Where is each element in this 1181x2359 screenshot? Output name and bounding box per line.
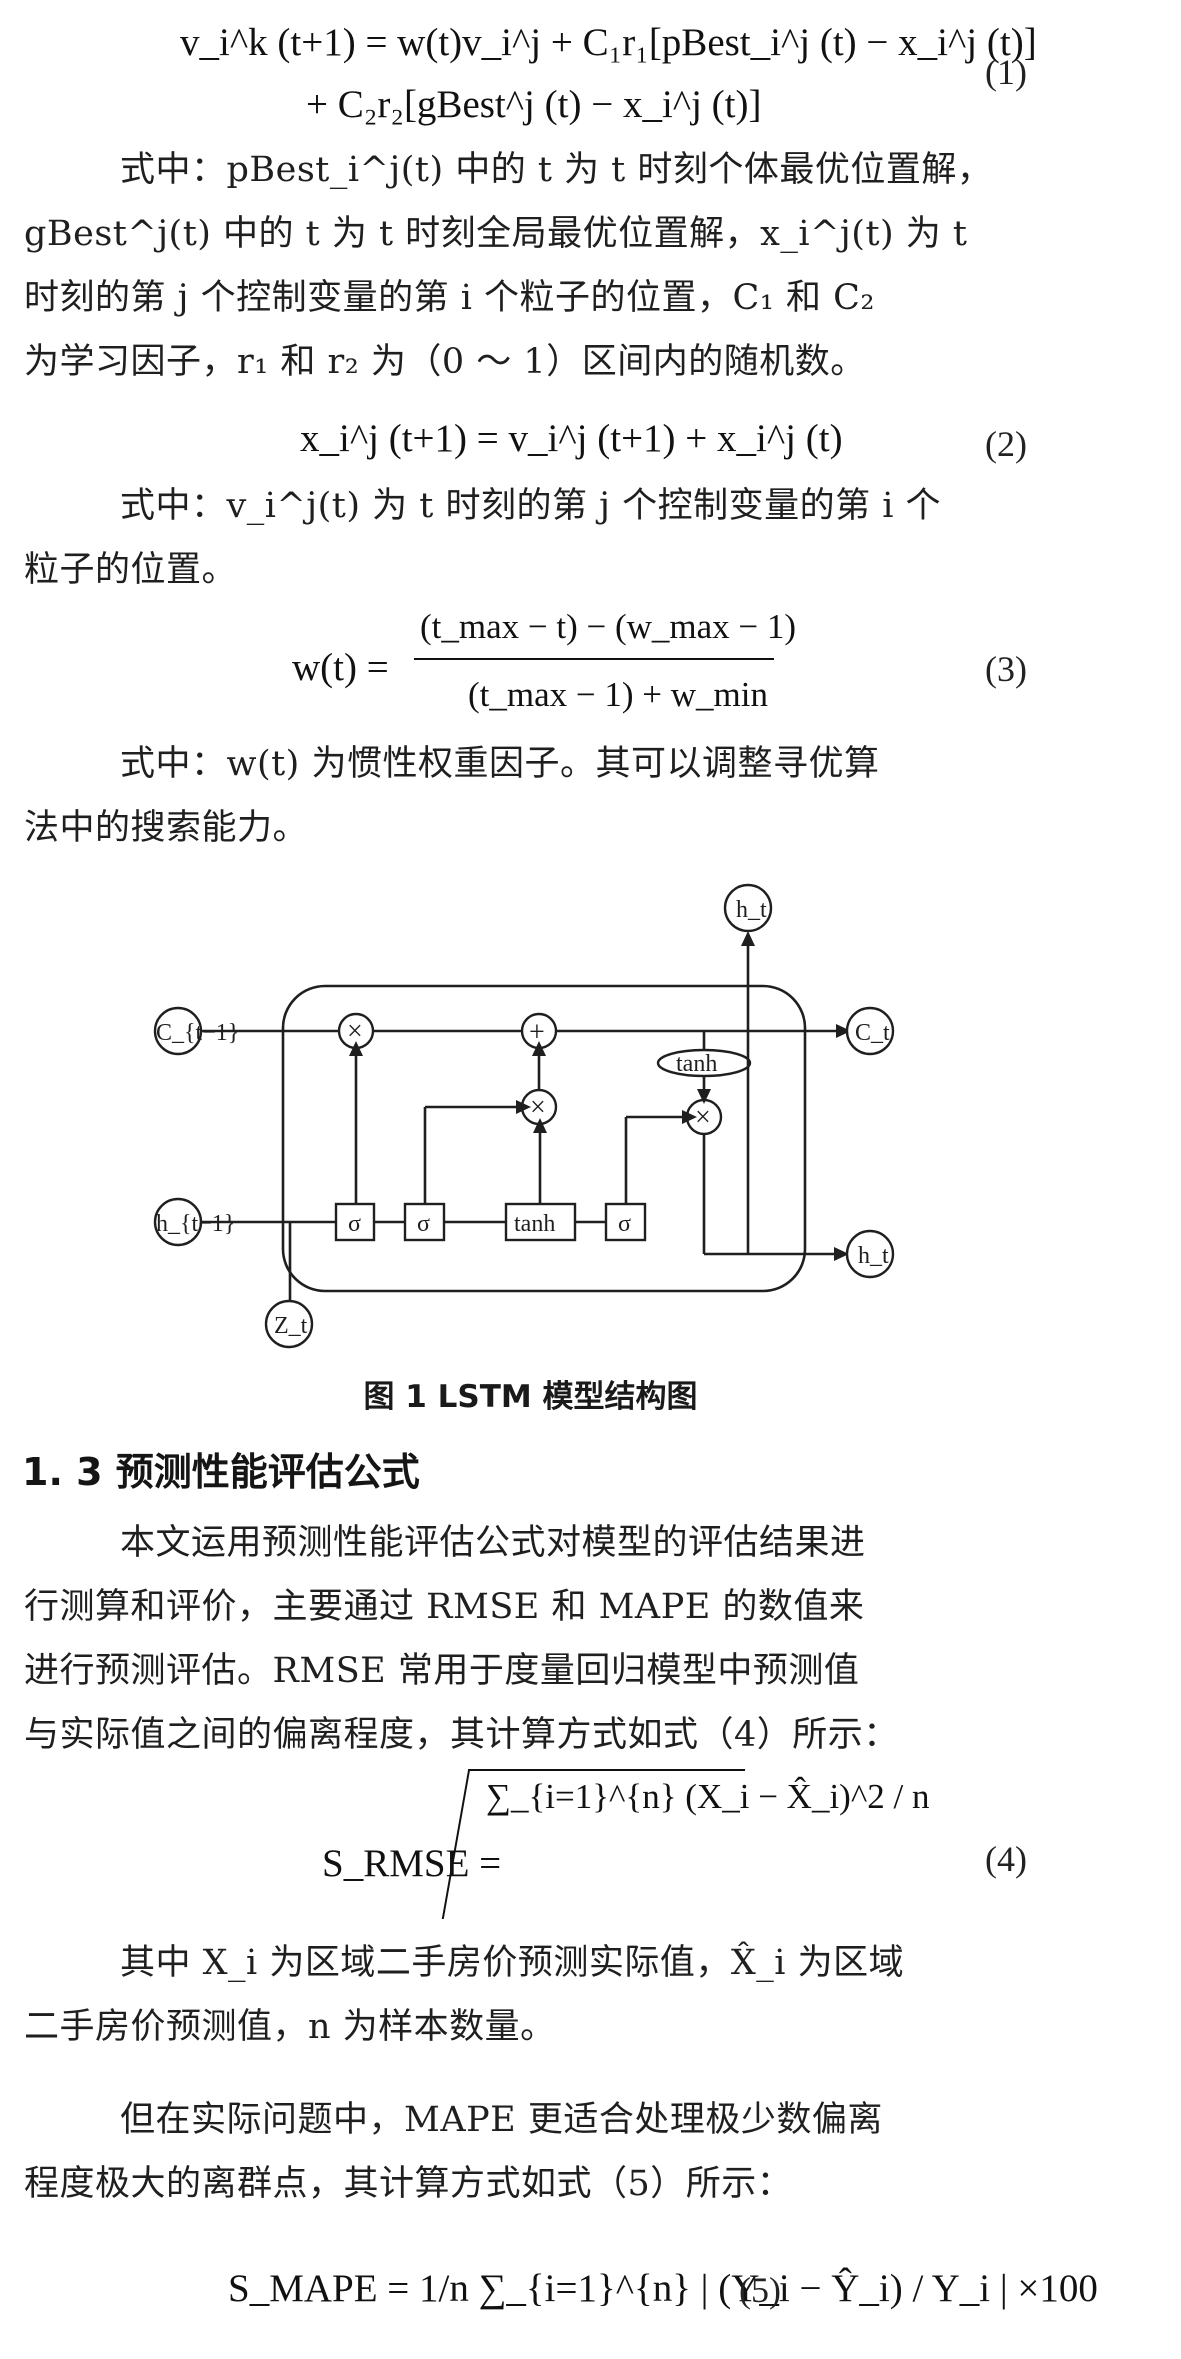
paragraph-4-line-3: 进行预测评估。RMSE 常用于度量回归模型中预测值 xyxy=(24,1651,860,1691)
equation-2: x_i^j (t+1) = v_i^j (t+1) + x_i^j (t) xyxy=(300,417,843,460)
equation-3-number: (3) xyxy=(985,649,1027,689)
equation-5-expression: S_MAPE = 1/n ∑_{i=1}^{n} | (Y_i − Ŷ_i) /… xyxy=(228,2267,1098,2310)
lstm-cell-boundary xyxy=(281,984,807,1293)
h-top-node xyxy=(723,883,773,933)
paragraph-4-line-4: 与实际值之间的偏离程度，其计算方式如式（4）所示： xyxy=(24,1715,899,1755)
paragraph-6-line-1: 但在实际问题中，MAPE 更适合处理极少数偏离 xyxy=(120,2100,883,2140)
equation-1-line-1: v_i^k (t+1) = w(t)v_i^j + C₁r₁[pBest_i^j… xyxy=(180,21,1037,64)
equation-3-denominator: (t_max − 1) + w_min xyxy=(468,675,768,714)
sigma-2-label: σ xyxy=(417,1211,430,1237)
c-t-node xyxy=(845,1006,895,1056)
sigma-3-label: σ xyxy=(618,1211,631,1237)
z-node xyxy=(264,1299,314,1349)
paragraph-3-line-1: 式中：w(t) 为惯性权重因子。其可以调整寻优算 xyxy=(120,744,880,784)
paragraph-2-line-1: 式中：v_i^j(t) 为 t 时刻的第 j 个控制变量的第 i 个 xyxy=(120,486,942,526)
figure-caption: 图 1 LSTM 模型结构图 xyxy=(363,1379,698,1415)
input-gate-sigma-box xyxy=(403,1202,446,1242)
tanh-box-label: tanh xyxy=(514,1211,555,1237)
equation-3-lhs: w(t) = xyxy=(292,646,389,689)
paragraph-5-line-1: 其中 X_i 为区域二手房价预测实际值，X̂_i 为区域 xyxy=(120,1943,905,1983)
multiply-1-label: × xyxy=(347,1016,363,1047)
sigma-1-label: σ xyxy=(348,1211,361,1237)
paragraph-3-line-2: 法中的搜索能力。 xyxy=(24,808,309,848)
c-prev-label: C_{t−1} xyxy=(156,1020,239,1046)
document-page: v_i^k (t+1) = w(t)v_i^j + C₁r₁[pBest_i^j… xyxy=(22,21,1098,2310)
equation-4-expression: ∑_{i=1}^{n} (X_i − X̂_i)^2 / n xyxy=(486,1777,930,1816)
equation-5-number: (5) xyxy=(739,2270,781,2310)
lstm-structure-diagram: C_{t−1} h_{t−1} Z_t h_t C_t h_t tanh σ σ… xyxy=(153,883,895,1349)
c-t-label: C_t xyxy=(855,1020,890,1046)
paragraph-1-line-2: gBest^j(t) 中的 t 为 t 时刻全局最优位置解，x_i^j(t) 为… xyxy=(24,214,968,254)
z-label: Z_t xyxy=(274,1313,308,1339)
equation-1-line-2: + C₂r₂[gBest^j (t) − x_i^j (t)] xyxy=(306,83,762,126)
candidate-tanh-box xyxy=(504,1202,577,1242)
section-heading: 1. 3 预测性能评估公式 xyxy=(22,1450,420,1494)
h-top-label: h_t xyxy=(736,897,767,923)
multiply-3-label: × xyxy=(695,1102,711,1133)
paragraph-1-line-3: 时刻的第 j 个控制变量的第 i 个粒子的位置，C₁ 和 C₂ xyxy=(24,278,875,318)
h-right-node xyxy=(845,1229,895,1279)
paragraph-1-line-4: 为学习因子，r₁ 和 r₂ 为（0 ～ 1）区间内的随机数。 xyxy=(24,342,866,382)
paragraph-5-line-2: 二手房价预测值，n 为样本数量。 xyxy=(24,2007,556,2047)
add-label: + xyxy=(529,1017,545,1048)
paragraph-4-line-2: 行测算和评价，主要通过 RMSE 和 MAPE 的数值来 xyxy=(24,1587,865,1627)
equation-4-lhs: S_RMSE = xyxy=(322,1842,502,1885)
paragraph-4-line-1: 本文运用预测性能评估公式对模型的评估结果进 xyxy=(120,1523,866,1563)
equation-2-number: (2) xyxy=(985,424,1027,464)
paragraph-2-line-2: 粒子的位置。 xyxy=(24,550,238,590)
h-prev-node xyxy=(153,1197,203,1247)
output-gate-sigma-box xyxy=(604,1202,647,1242)
tanh-top-label: tanh xyxy=(676,1051,717,1077)
equation-3-numerator: (t_max − t) − (w_max − 1) xyxy=(420,607,797,646)
c-prev-node xyxy=(153,1006,203,1056)
paragraph-1-line-1: 式中：pBest_i^j(t) 中的 t 为 t 时刻个体最优位置解， xyxy=(120,150,993,190)
paragraph-6-line-2: 程度极大的离群点，其计算方式如式（5）所示： xyxy=(24,2164,793,2204)
h-prev-label: h_{t−1} xyxy=(156,1211,235,1237)
h-right-label: h_t xyxy=(858,1243,889,1269)
multiply-2-label: × xyxy=(530,1092,546,1123)
equation-3-fraction-bar xyxy=(414,658,774,660)
equation-1-number: (1) xyxy=(985,52,1027,92)
equation-4-number: (4) xyxy=(985,1839,1027,1879)
